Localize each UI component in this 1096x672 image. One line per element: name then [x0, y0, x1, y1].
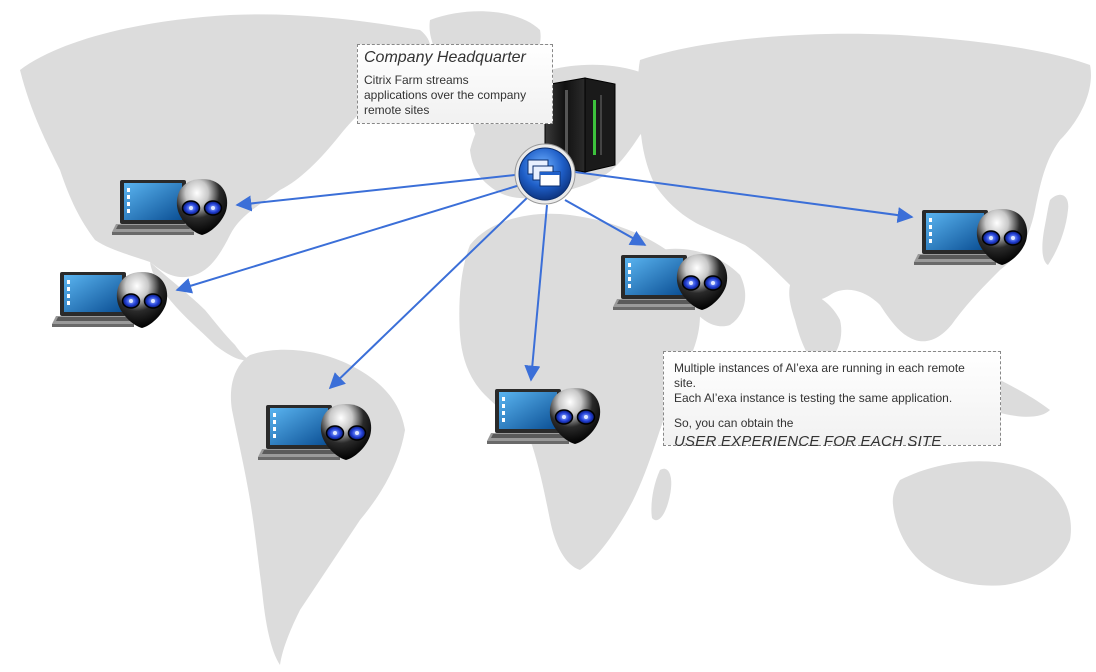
- info-line-2: Each Al’exa instance is testing the same…: [674, 391, 953, 405]
- remote-site-east-asia: [914, 208, 1028, 266]
- madagascar-landmass: [651, 468, 672, 521]
- arrow-to-north-america: [235, 174, 516, 212]
- remote-site-west-africa: [487, 387, 601, 445]
- remote-site-central-america: [52, 271, 168, 329]
- australia-landmass: [892, 461, 1071, 586]
- info-emphasis: USER EXPERIENCE FOR EACH SITE: [674, 433, 942, 450]
- arrow-to-east-asia: [574, 171, 914, 224]
- info-line-1: Multiple instances of Al’exa are running…: [674, 361, 965, 390]
- remote-site-south-america: [258, 403, 372, 461]
- central-america-landmass: [150, 262, 250, 361]
- arrow-to-west-africa: [524, 204, 548, 382]
- remote-site-middle-east: [613, 253, 728, 311]
- headquarter-title: Company Headquarter: [364, 49, 526, 66]
- arrow-to-middle-east: [564, 199, 647, 246]
- remote-site-north-america: [112, 178, 228, 236]
- connection-arrows: [175, 171, 914, 390]
- info-line-3: So, you can obtain the: [674, 416, 794, 430]
- japan-landmass: [1042, 194, 1069, 265]
- citrix-application-hub-icon: [514, 143, 576, 205]
- south-america-landmass: [230, 349, 405, 665]
- headquarter-callout: Company Headquarter Citrix Farm streams …: [357, 44, 553, 124]
- info-spacer: [674, 406, 990, 416]
- arrow-to-central-america: [175, 184, 521, 294]
- info-callout: Multiple instances of Al’exa are running…: [663, 351, 1001, 450]
- headquarter-description: Citrix Farm streams applications over th…: [364, 73, 527, 117]
- arrow-to-south-america: [328, 194, 531, 390]
- india-landmass: [789, 285, 842, 370]
